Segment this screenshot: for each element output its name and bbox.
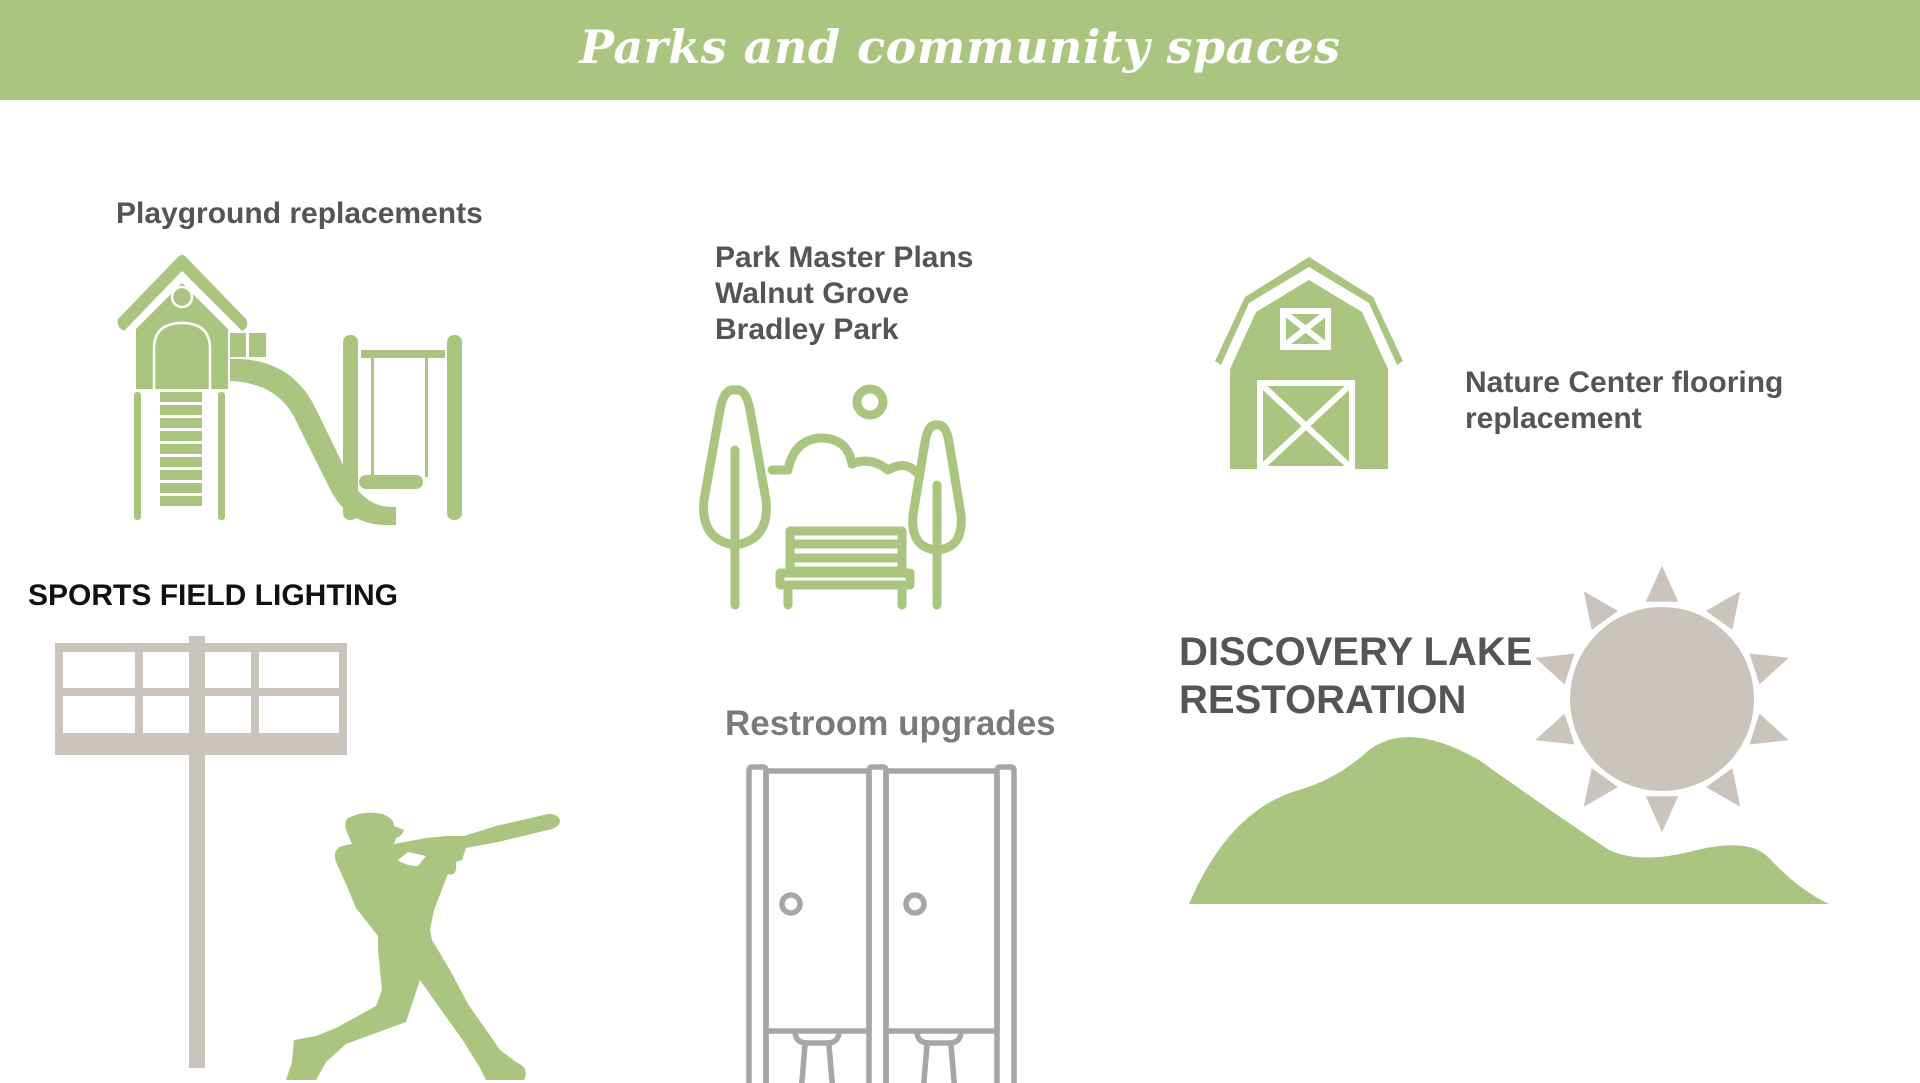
hills-icon xyxy=(1189,737,1829,904)
discovery-lake-line1: DISCOVERY LAKE xyxy=(1179,630,1533,674)
nature-center-line2: replacement xyxy=(1465,402,1642,435)
restroom-stalls-icon xyxy=(746,764,1017,1083)
park-bradley-park: Bradley Park xyxy=(715,313,899,346)
barn-icon xyxy=(1215,257,1403,472)
discovery-lake-line2: RESTORATION xyxy=(1179,678,1467,722)
stadium-light-icon xyxy=(55,636,347,1068)
park-walnut-grove: Walnut Grove xyxy=(715,277,909,310)
park-master-plans-title: Park Master Plans xyxy=(715,241,974,274)
sun-icon xyxy=(1535,565,1789,833)
header-banner: Parks and community spaces xyxy=(0,0,1920,100)
nature-center-line1: Nature Center flooring xyxy=(1465,366,1784,399)
restroom-label: Restroom upgrades xyxy=(725,704,1056,743)
playground-label: Playground replacements xyxy=(116,197,483,230)
page-title: Parks and community spaces xyxy=(579,20,1341,74)
baseball-batter-icon xyxy=(286,812,560,1080)
sports-field-lighting-label: SPORTS FIELD LIGHTING xyxy=(28,579,399,612)
playground-icon xyxy=(117,255,462,525)
park-bench-icon xyxy=(699,384,966,610)
